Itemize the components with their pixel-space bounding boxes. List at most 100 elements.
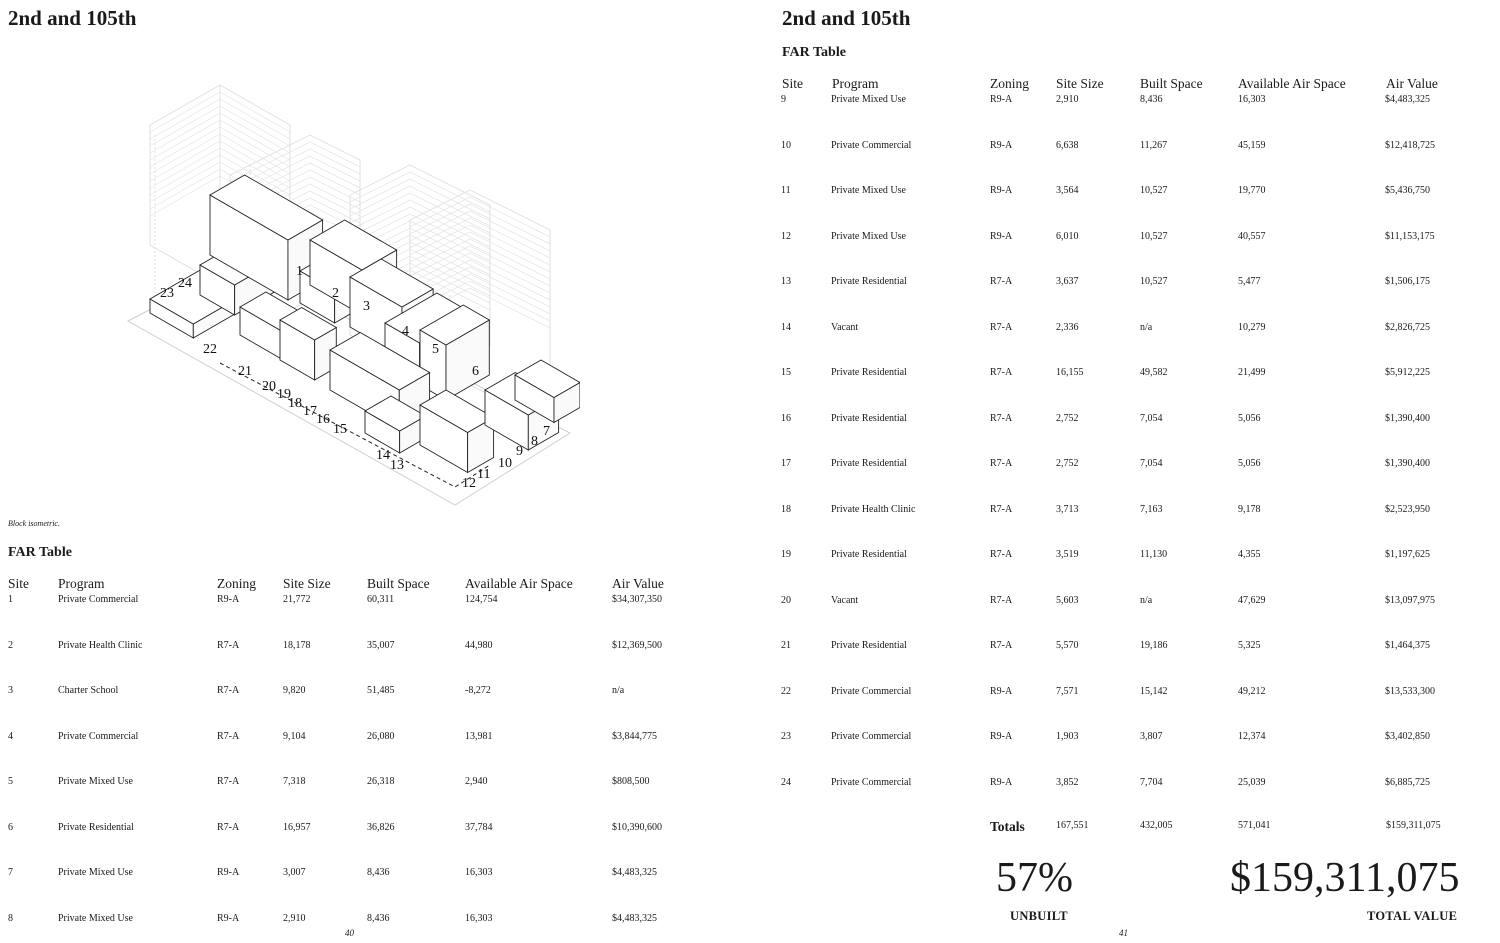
cell-built: n/a [1140, 321, 1153, 333]
cell-site: 23 [781, 731, 791, 742]
figure-caption: Block isometric. [8, 519, 60, 528]
cell-air-value: n/a [612, 685, 625, 696]
cell-built: 8,436 [367, 912, 390, 924]
cell-air-space: 49,212 [1238, 685, 1266, 697]
cell-program: Private Mixed Use [831, 185, 906, 196]
cell-air-space: 37,784 [465, 821, 493, 833]
cell-program: Private Commercial [58, 730, 139, 742]
cell-program: Private Commercial [831, 139, 912, 151]
totals-built-space: 432,005 [1140, 820, 1173, 831]
ghost-floor-line [149, 119, 291, 161]
site-label-7: 7 [543, 424, 550, 439]
site-label-11: 11 [477, 467, 490, 482]
cell-air-value: $1,197,625 [1385, 549, 1430, 560]
cell-air-space: 16,303 [465, 912, 493, 924]
cell-built: 51,485 [367, 685, 395, 696]
ghost-floor-line [409, 245, 551, 287]
cell-air-space: 21,499 [1238, 367, 1266, 378]
cell-program: Private Mixed Use [58, 867, 133, 878]
cell-air-value: $5,436,750 [1385, 185, 1430, 196]
cell-air-value: $1,390,400 [1385, 412, 1430, 424]
cell-air-space: 5,325 [1238, 640, 1261, 651]
ghost-floor-line [349, 206, 491, 248]
cell-site: 1 [8, 594, 13, 605]
page-title: 2nd and 105th [8, 6, 137, 30]
site-label-17: 17 [303, 404, 317, 419]
cell-zoning: R7-A [217, 639, 240, 651]
col-site-size: Site Size [283, 576, 331, 591]
col-available-air-space: Available Air Space [1238, 76, 1346, 91]
cell-zoning: R9-A [217, 594, 240, 605]
right-page: 2nd and 105th FAR Table Site Program Zon… [781, 0, 1500, 943]
table-title: FAR Table [8, 545, 72, 560]
cell-air-value: $1,390,400 [1385, 458, 1430, 469]
col-site-size: Site Size [1056, 76, 1104, 91]
cell-air-value: $13,097,975 [1385, 594, 1435, 606]
cell-air-value: $6,885,725 [1385, 776, 1430, 788]
ghost-floor-line [349, 164, 491, 206]
cell-built: 8,436 [1140, 94, 1163, 105]
cell-program: Private Residential [831, 276, 907, 287]
col-built-space: Built Space [367, 576, 430, 591]
cell-zoning: R7-A [990, 640, 1013, 651]
cell-site: 2 [8, 639, 13, 651]
cell-program: Vacant [831, 321, 859, 333]
page-number: 41 [1119, 928, 1128, 938]
ghost-floor-line [149, 98, 291, 140]
cell-program: Charter School [58, 685, 119, 696]
cell-site-size: 9,104 [283, 730, 306, 742]
cell-site-size: 3,519 [1056, 549, 1079, 560]
cell-site-size: 3,564 [1056, 185, 1079, 196]
cell-zoning: R9-A [990, 139, 1013, 151]
ghost-floor-line [349, 213, 491, 255]
building-face [514, 359, 580, 399]
cell-air-value: $4,483,325 [1385, 94, 1430, 105]
col-program: Program [58, 576, 105, 591]
cell-site: 19 [781, 549, 791, 560]
cell-site: 5 [8, 776, 13, 787]
cell-program: Private Commercial [58, 594, 139, 605]
cell-program: Private Commercial [831, 776, 912, 788]
cell-program: Private Commercial [831, 731, 912, 742]
ghost-floor-line [409, 252, 551, 294]
cell-air-value: $5,912,225 [1385, 367, 1430, 378]
building-face [329, 331, 431, 391]
cell-site-size: 2,752 [1056, 458, 1079, 469]
page-title: 2nd and 105th [782, 6, 911, 30]
col-site: Site [8, 576, 30, 591]
cell-built: 10,527 [1140, 230, 1168, 242]
cell-site-size: 2,752 [1056, 412, 1079, 424]
cell-air-value: $10,390,600 [612, 821, 662, 833]
cell-air-value: $2,826,725 [1385, 321, 1430, 333]
cell-site: 13 [781, 276, 791, 287]
cell-site: 16 [781, 412, 791, 424]
cell-zoning: R7-A [990, 321, 1013, 333]
cell-air-space: 13,981 [465, 730, 493, 742]
cell-site-size: 2,910 [283, 912, 306, 924]
cell-zoning: R7-A [217, 821, 240, 833]
cell-site: 15 [781, 367, 791, 378]
site-label-8: 8 [531, 434, 538, 449]
cell-zoning: R9-A [990, 685, 1013, 697]
ghost-floor-line [149, 133, 291, 175]
site-label-6: 6 [472, 364, 479, 379]
cell-site: 10 [781, 139, 791, 151]
cell-air-space: 47,629 [1238, 594, 1266, 606]
building-face [309, 219, 398, 271]
cell-zoning: R9-A [990, 731, 1013, 742]
ghost-floor-line [229, 148, 361, 190]
ghost-floor-line [409, 217, 551, 259]
col-zoning: Zoning [990, 76, 1029, 91]
cell-program: Private Health Clinic [831, 503, 916, 515]
ghost-floor-line [149, 126, 291, 168]
site-label-2: 2 [332, 286, 339, 301]
cell-air-space: 12,374 [1238, 731, 1266, 742]
cell-built: 7,054 [1140, 458, 1163, 469]
site-label-14: 14 [376, 448, 390, 463]
site-label-23: 23 [160, 286, 174, 301]
cell-built: 26,080 [367, 730, 395, 742]
cell-program: Vacant [831, 594, 859, 606]
cell-zoning: R7-A [217, 730, 240, 742]
cell-program: Private Health Clinic [58, 639, 143, 651]
